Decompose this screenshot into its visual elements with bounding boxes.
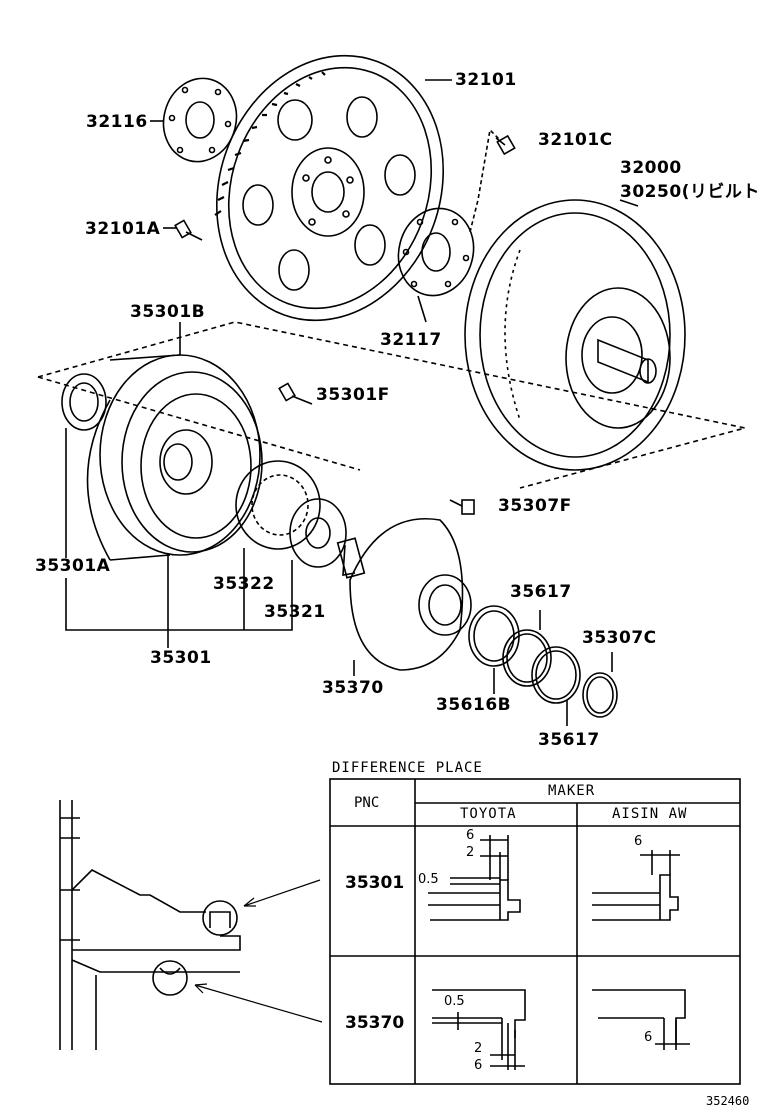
part-label-30250: 30250(リビルト) bbox=[620, 182, 760, 202]
toyota-header: TOYOTA bbox=[460, 806, 517, 822]
seal-ring-icon bbox=[502, 629, 552, 687]
diagram-code: 352460 bbox=[706, 1094, 750, 1108]
part-label-35370: 35370 bbox=[322, 678, 384, 698]
part-label-35616b: 35616B bbox=[436, 695, 512, 715]
dim-label: 2 bbox=[466, 845, 475, 860]
part-label-35307f: 35307F bbox=[498, 496, 572, 516]
part-label-35617-bottom: 35617 bbox=[538, 730, 600, 750]
dim-label: 0.5 bbox=[418, 872, 439, 887]
part-label-35301b: 35301B bbox=[130, 302, 206, 322]
maker-header: MAKER bbox=[548, 783, 596, 799]
seal-ring-icon bbox=[61, 373, 107, 431]
dim-label: 6 bbox=[634, 834, 643, 849]
dim-label: 6 bbox=[474, 1058, 483, 1073]
seal-ring-icon bbox=[531, 646, 581, 704]
bolt-icon bbox=[174, 219, 203, 241]
part-label-35301f: 35301F bbox=[316, 385, 390, 405]
oil-pump-icon bbox=[86, 354, 263, 561]
aisin-header: AISIN AW bbox=[612, 806, 688, 822]
bolt-icon bbox=[449, 499, 475, 515]
difference-place-title: DIFFERENCE PLACE bbox=[332, 760, 483, 776]
bolt-icon bbox=[278, 382, 313, 405]
dim-label: 0.5 bbox=[444, 994, 465, 1009]
torque-converter-icon bbox=[464, 199, 686, 471]
dim-label: 6 bbox=[466, 828, 475, 843]
part-label-35307c: 35307C bbox=[582, 628, 657, 648]
drive-plate-icon bbox=[162, 77, 238, 163]
dim-label: 6 bbox=[644, 1030, 653, 1045]
part-label-35322: 35322 bbox=[213, 574, 275, 594]
drive-plate-icon bbox=[397, 207, 475, 297]
part-label-35321: 35321 bbox=[264, 602, 326, 622]
row-pnc-35301: 35301 bbox=[345, 873, 405, 893]
oil-pump-icon bbox=[336, 518, 472, 671]
part-label-32101: 32101 bbox=[455, 70, 517, 90]
row-pnc-35370: 35370 bbox=[345, 1013, 405, 1033]
part-label-35301: 35301 bbox=[150, 648, 212, 668]
part-label-32101a: 32101A bbox=[85, 219, 161, 239]
part-label-35301a: 35301A bbox=[35, 556, 111, 576]
part-label-35617-top: 35617 bbox=[510, 582, 572, 602]
dim-label: 2 bbox=[474, 1041, 483, 1056]
gear-icon bbox=[289, 498, 347, 568]
part-label-32000: 32000 bbox=[620, 158, 682, 178]
part-label-32101c: 32101C bbox=[538, 130, 613, 150]
gear-icon bbox=[235, 460, 321, 550]
part-label-32116: 32116 bbox=[86, 112, 148, 132]
cross-section-sketch bbox=[59, 800, 323, 1050]
bolt-icon bbox=[495, 134, 516, 156]
flywheel-icon bbox=[214, 54, 445, 322]
part-label-32117: 32117 bbox=[380, 330, 442, 350]
seal-ring-icon bbox=[582, 672, 618, 718]
difference-table bbox=[329, 778, 741, 1085]
pnc-header: PNC bbox=[354, 795, 380, 811]
